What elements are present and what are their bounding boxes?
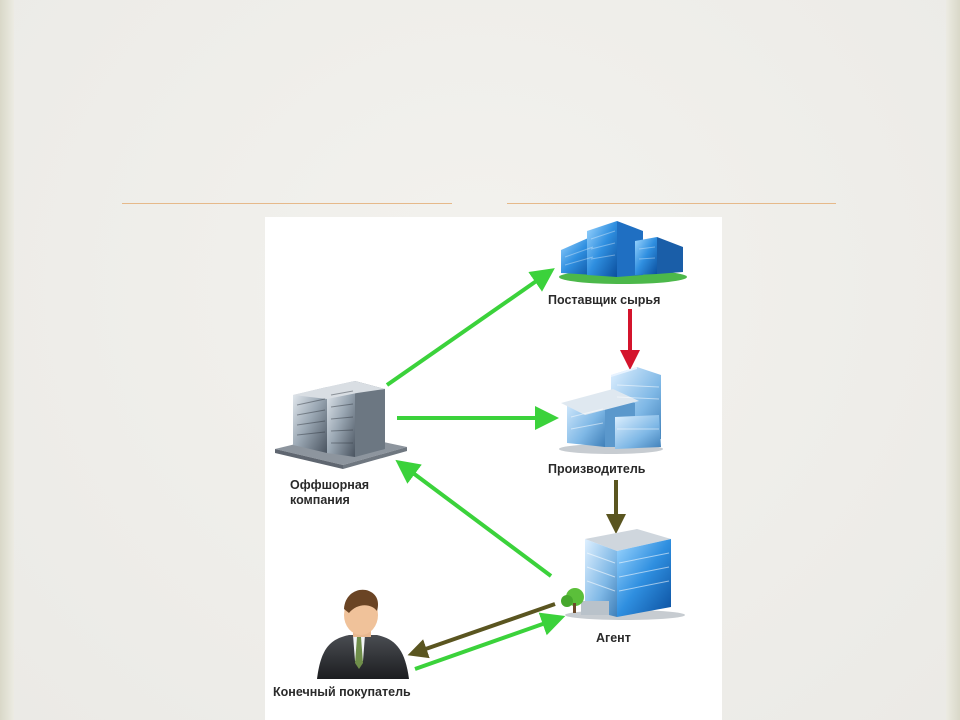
node-label-buyer: Конечный покупатель bbox=[273, 685, 411, 699]
arrow-agent-to-offshore bbox=[395, 459, 553, 578]
node-label-supplier: Поставщик сырья bbox=[548, 293, 661, 307]
arrow-buyer-to-agent bbox=[414, 612, 566, 671]
office-building-blue-icon bbox=[559, 221, 687, 284]
slide-left-edge bbox=[0, 0, 14, 720]
agent-building-icon bbox=[561, 529, 685, 620]
businessman-icon bbox=[317, 589, 409, 679]
node-label-producer: Производитель bbox=[548, 462, 646, 476]
factory-building-icon bbox=[559, 367, 663, 454]
title-rule-left bbox=[122, 203, 452, 204]
title-rule-right bbox=[507, 203, 836, 204]
arrow-agent-to-buyer bbox=[407, 602, 556, 659]
office-tower-icon bbox=[275, 381, 407, 469]
node-label-offshore: Оффшорная компания bbox=[290, 478, 370, 507]
scheme-diagram bbox=[275, 221, 687, 679]
scheme-panel: Поставщик сырья Производитель Оффшорная … bbox=[265, 217, 722, 720]
arrow-offshore-to-supplier bbox=[385, 268, 555, 387]
slide-right-edge bbox=[946, 0, 960, 720]
node-label-agent: Агент bbox=[596, 631, 631, 645]
